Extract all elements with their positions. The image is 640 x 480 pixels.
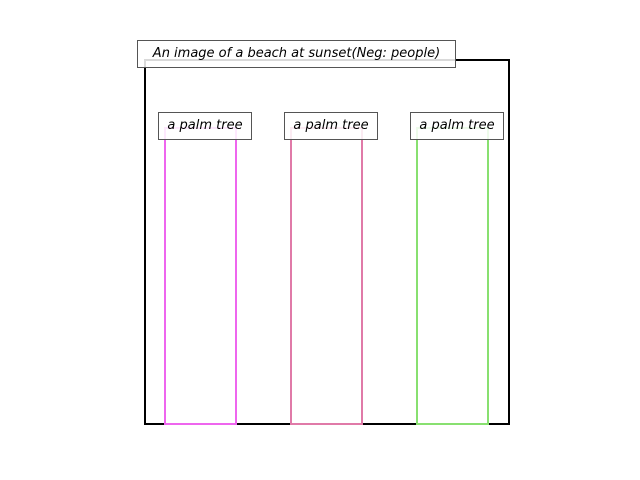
object-label-2: a palm tree [284,112,378,140]
object-label-1: a palm tree [158,112,252,140]
object-box-1 [164,127,237,425]
object-box-3 [416,127,489,425]
scene-caption: An image of a beach at sunset(Neg: peopl… [137,40,456,68]
object-label-3: a palm tree [410,112,504,140]
object-box-2 [290,127,363,425]
